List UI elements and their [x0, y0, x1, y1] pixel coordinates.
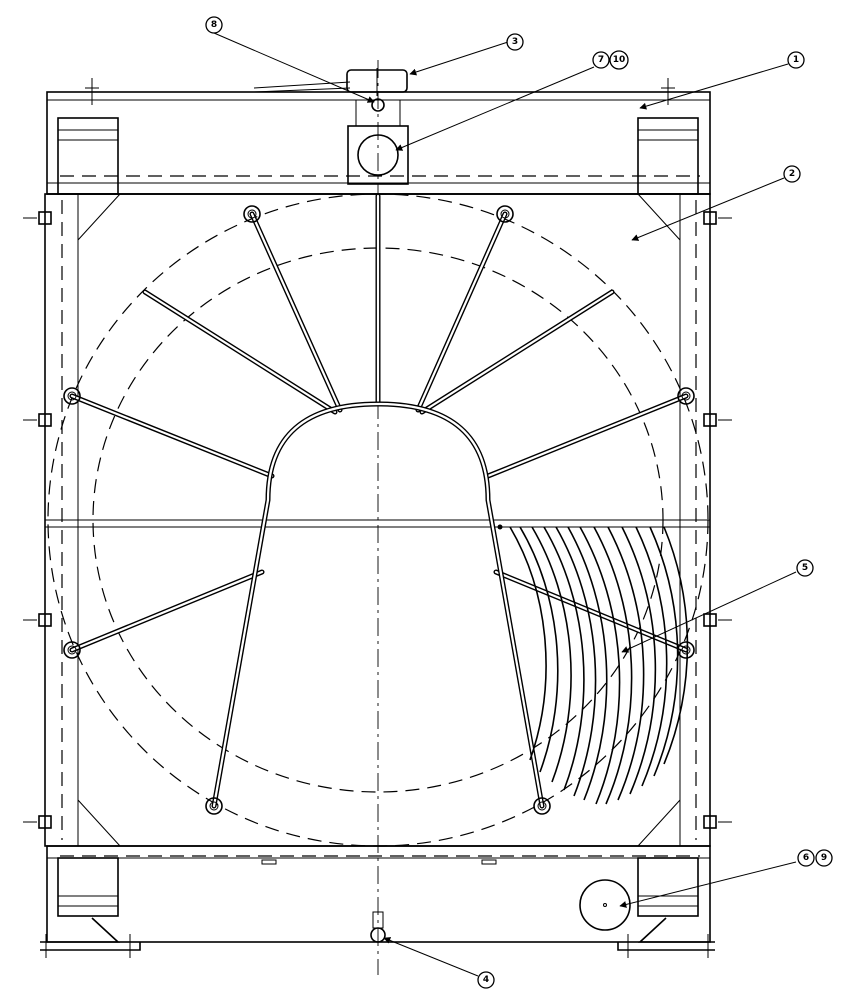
- callout-5: 5: [796, 559, 814, 577]
- svg-text:1: 1: [793, 55, 799, 65]
- callout-2: 2: [783, 165, 801, 183]
- callout-4: 4: [477, 971, 495, 989]
- svg-text:4: 4: [483, 975, 489, 985]
- bottom-tank: [40, 845, 715, 958]
- top-tank: [46, 78, 711, 195]
- callouts: 8 3 7 10 1 2: [205, 16, 833, 989]
- svg-text:9: 9: [821, 853, 827, 863]
- spiral-rings: [497, 524, 689, 805]
- svg-text:3: 3: [512, 37, 518, 47]
- callout-6: 6: [797, 849, 815, 867]
- svg-text:7: 7: [598, 55, 604, 65]
- callout-7: 7: [592, 51, 610, 69]
- side-bolts: [23, 211, 732, 829]
- svg-text:2: 2: [789, 169, 795, 179]
- svg-text:6: 6: [803, 853, 809, 863]
- fan-guard: [47, 60, 709, 975]
- callout-8: 8: [205, 16, 223, 34]
- callout-3: 3: [506, 33, 524, 51]
- svg-text:10: 10: [613, 55, 626, 65]
- filler-cap: [253, 68, 409, 185]
- svg-text:5: 5: [802, 563, 808, 573]
- callout-9: 9: [815, 849, 833, 867]
- callout-10: 10: [609, 50, 629, 70]
- svg-text:8: 8: [211, 20, 217, 30]
- callout-1: 1: [787, 51, 805, 69]
